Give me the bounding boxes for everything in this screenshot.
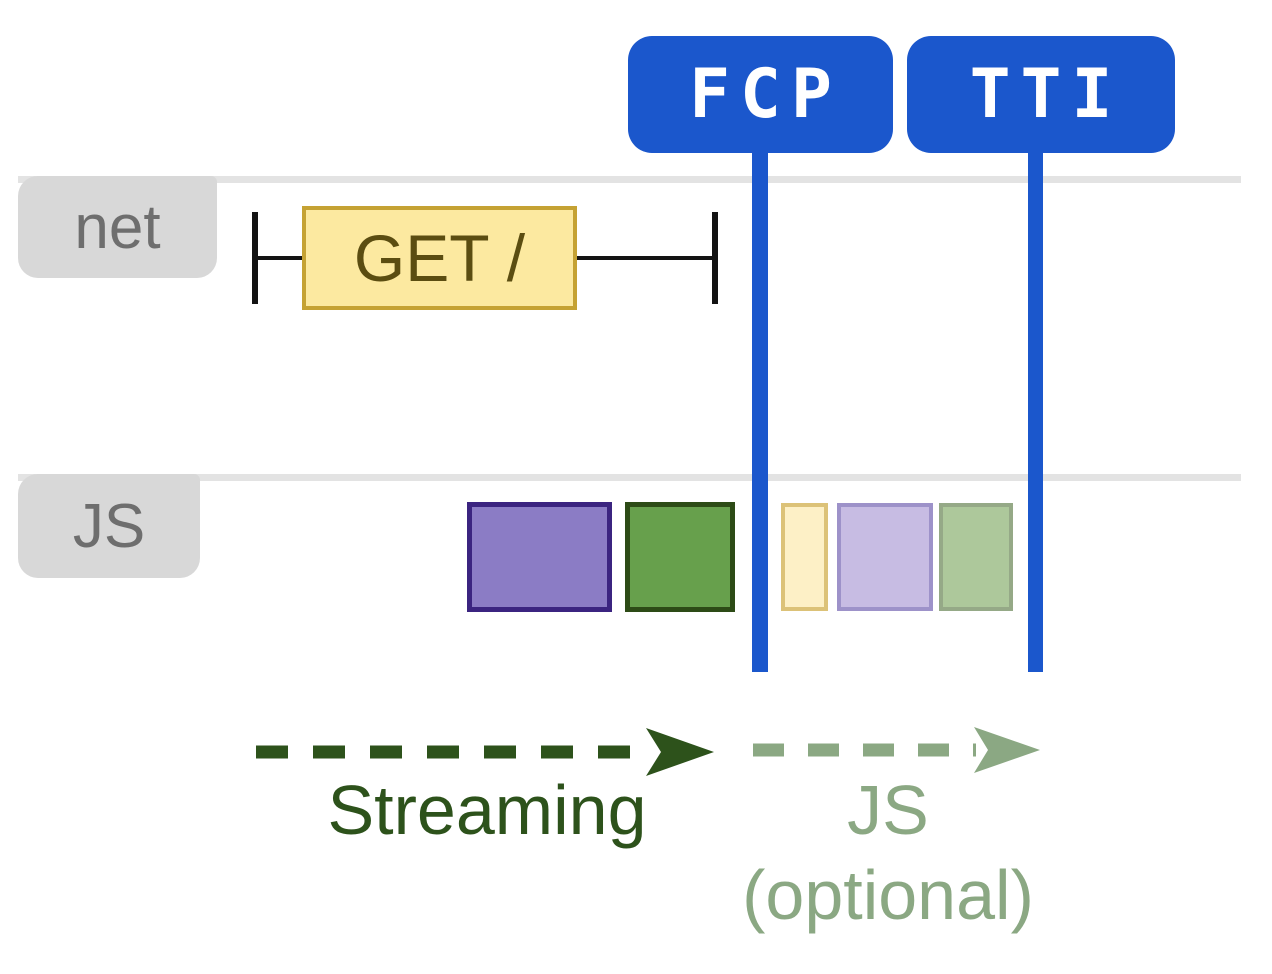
net-lane-label: net [18, 176, 217, 278]
js-optional-label-line2: (optional) [742, 856, 1034, 934]
js-lane-line [18, 474, 1241, 481]
optional-js-task-block [837, 503, 933, 611]
request-end-tick [712, 212, 718, 304]
net-lane-line [18, 176, 1241, 183]
js-lane-label: JS [18, 474, 200, 578]
optional-js-task-block [781, 503, 828, 611]
fcp-badge: FCP [628, 36, 893, 153]
fcp-marker-line [752, 148, 768, 672]
js-optional-phase-label: JS (optional) [733, 768, 1043, 938]
streaming-arrowhead-icon [646, 728, 714, 776]
tti-badge: TTI [907, 36, 1175, 153]
get-request-box: GET / [302, 206, 577, 310]
tti-marker-line [1028, 148, 1043, 672]
js-task-block [625, 502, 735, 612]
streaming-phase-label: Streaming [327, 771, 647, 849]
js-task-block [467, 502, 612, 612]
request-start-tick [252, 212, 258, 304]
optional-js-task-block [939, 503, 1013, 611]
js-optional-arrowhead-icon [974, 727, 1040, 773]
js-optional-label-line1: JS [847, 771, 929, 849]
